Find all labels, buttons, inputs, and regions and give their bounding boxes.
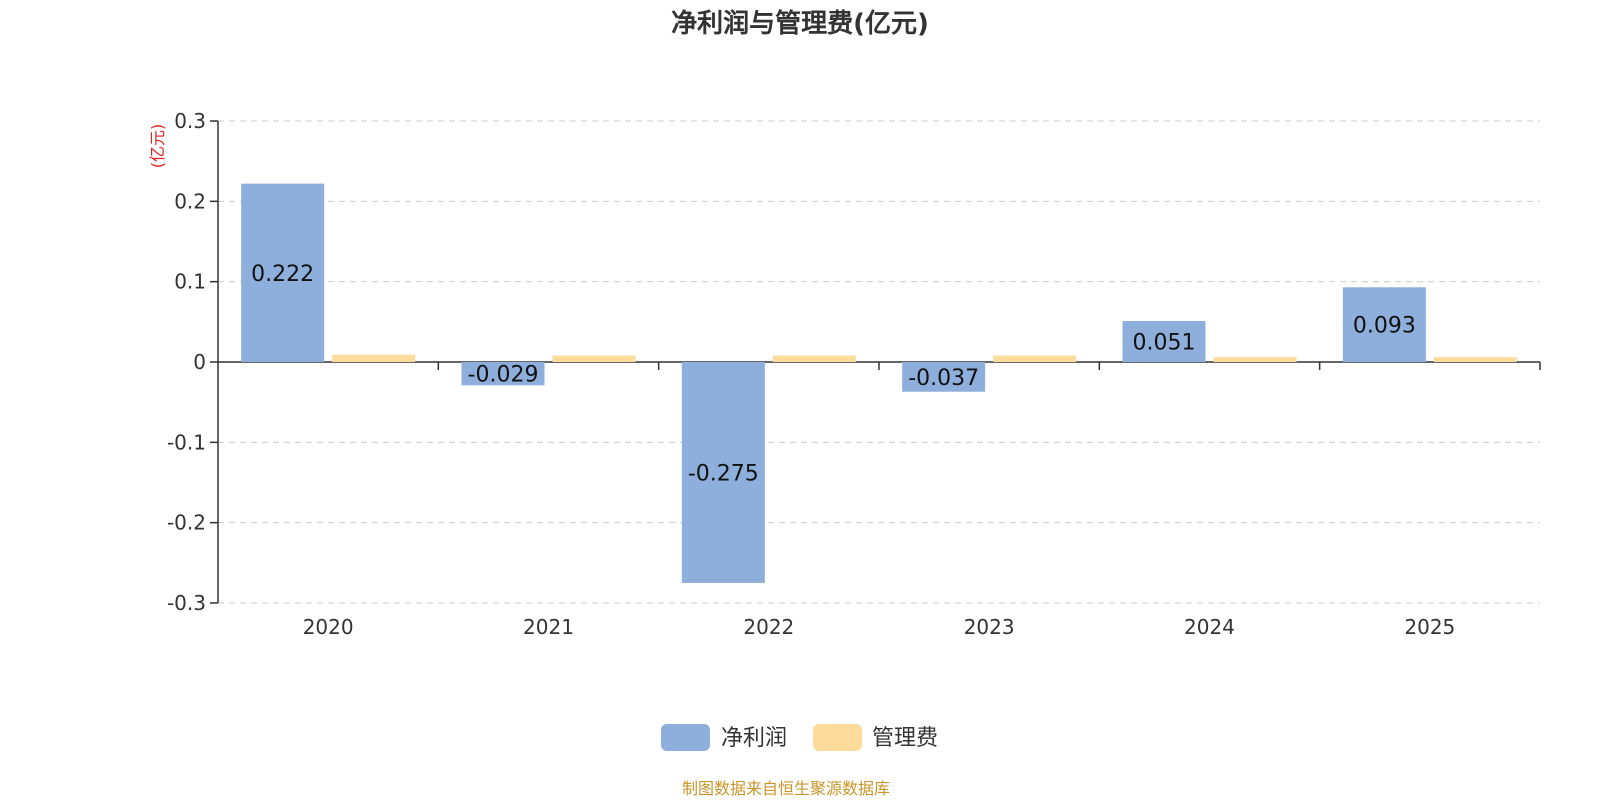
data-label: 0.051	[1133, 331, 1196, 356]
y-tick-label: -0.1	[167, 430, 206, 454]
y-tick-label: 0.2	[174, 189, 206, 213]
x-tick-label: 2021	[523, 615, 574, 639]
data-label: -0.037	[908, 366, 979, 391]
x-tick-label: 2022	[743, 615, 794, 639]
legend-swatch	[813, 724, 862, 751]
grid-lines	[218, 120, 1540, 604]
y-tick-label: 0.3	[174, 109, 206, 133]
bar-admin-expense[interactable]	[552, 355, 636, 362]
data-labels: 0.222 -0.029 -0.275 -0.037 0.051 0.093	[251, 262, 1416, 487]
legend-item-net-profit[interactable]: 净利润	[661, 724, 787, 751]
bar-admin-expense[interactable]	[993, 355, 1077, 362]
bar-admin-expense[interactable]	[332, 354, 416, 362]
data-label: 0.093	[1353, 314, 1416, 339]
y-axis-unit-label: (亿元)	[148, 124, 167, 169]
legend-item-admin-expense[interactable]: 管理费	[813, 724, 938, 751]
legend[interactable]: 净利润 管理费	[661, 724, 938, 751]
bar-net-profit[interactable]	[681, 362, 765, 583]
x-tick-label: 2025	[1404, 615, 1455, 639]
y-tick-label: 0	[193, 350, 206, 374]
bar-net-profit[interactable]	[241, 183, 325, 362]
bar-admin-expense[interactable]	[1213, 357, 1297, 362]
bar-net-profit[interactable]	[461, 362, 545, 386]
axes: 0.3 0.2 0.1 0 -0.1 -0.2 -0.3 2020 2021 2022 2023 20…	[167, 109, 1541, 639]
legend-swatch	[661, 724, 710, 751]
source-note: 制图数据来自恒生聚源数据库	[682, 779, 890, 798]
data-label: -0.029	[468, 363, 539, 388]
y-tick-label: -0.2	[167, 511, 206, 535]
x-tick-label: 2023	[964, 615, 1015, 639]
x-tick-label: 2024	[1184, 615, 1235, 639]
chart-title: 净利润与管理费(亿元)	[671, 8, 929, 39]
bar-net-profit[interactable]	[902, 362, 986, 392]
legend-label: 管理费	[872, 726, 938, 751]
data-label: 0.222	[251, 262, 314, 287]
bar-net-profit[interactable]	[1342, 287, 1426, 362]
y-tick-label: 0.1	[174, 270, 206, 294]
bars	[241, 183, 1517, 583]
bar-admin-expense[interactable]	[1433, 357, 1517, 362]
x-tick-label: 2020	[303, 615, 354, 639]
bar-net-profit[interactable]	[1122, 321, 1206, 362]
data-label: -0.275	[688, 461, 759, 486]
y-tick-label: -0.3	[167, 591, 206, 615]
legend-label: 净利润	[721, 726, 787, 751]
bar-admin-expense[interactable]	[772, 355, 856, 362]
